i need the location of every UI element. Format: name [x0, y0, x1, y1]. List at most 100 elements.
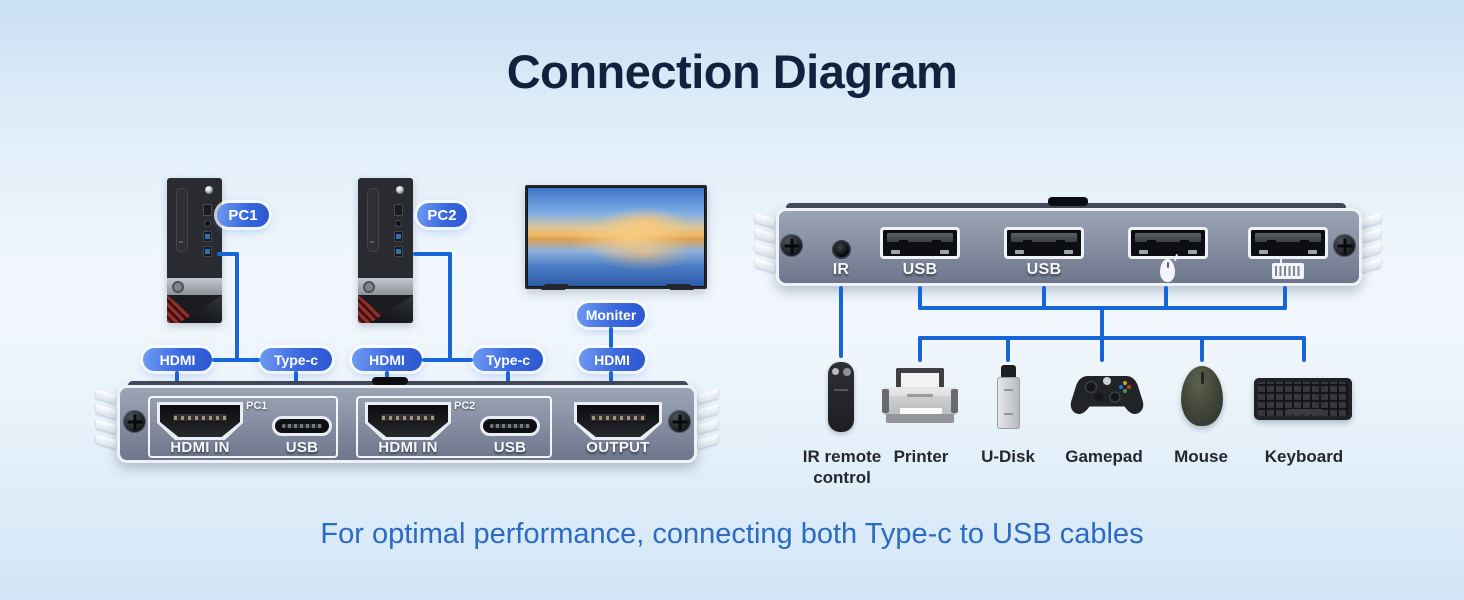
- audio-jack: [204, 220, 211, 227]
- ir-receiver-port: [832, 240, 851, 259]
- usb-port-label-2: USB: [1026, 261, 1062, 278]
- ir-label: IR: [832, 261, 850, 278]
- usb-port: [203, 246, 212, 257]
- screw-icon: [780, 234, 803, 257]
- screw-icon: [123, 410, 146, 433]
- pc2-port-group: [356, 396, 552, 458]
- usb-port: [203, 231, 212, 242]
- cable-stub-line: [175, 371, 179, 386]
- dell-logo-icon: [172, 280, 184, 293]
- usb-port: [394, 246, 403, 257]
- gamepad-icon: [1070, 376, 1144, 414]
- monitor-badge: Moniter: [577, 303, 645, 327]
- drop-line: [1100, 336, 1104, 362]
- remote-icon: [828, 362, 854, 432]
- hdmi-in-port-2: [365, 402, 451, 440]
- pc2-tower-image: [358, 178, 413, 323]
- pc2-typec-cable-label: Type-c: [473, 348, 543, 371]
- usb-a-port-keyboard: [1248, 227, 1328, 259]
- pc1-tower-image: [167, 178, 222, 323]
- peripheral-label: IR remote control: [802, 447, 882, 488]
- usb-a-port-1: [880, 227, 960, 259]
- monitor-cable-line: [609, 327, 613, 348]
- pc1-cable-line: [217, 252, 239, 256]
- peripheral-label: Printer: [893, 447, 949, 466]
- usb-stub-line: [1164, 286, 1168, 308]
- page-title: Connection Diagram: [506, 45, 958, 98]
- heatsink-fins: [698, 389, 718, 449]
- pc1-typec-cable-label: Type-c: [260, 348, 332, 371]
- hdmi-in-label-2: HDMI IN: [378, 439, 438, 456]
- ir-line: [839, 286, 843, 358]
- drop-line: [1006, 336, 1010, 362]
- cable-stub-line: [294, 371, 298, 386]
- pc2-port-tag: PC2: [454, 400, 476, 412]
- dell-logo-icon: [363, 280, 375, 293]
- cable-stub-line: [506, 371, 510, 386]
- pc1-port-group: [148, 396, 338, 458]
- peripheral-label: U-Disk: [981, 447, 1035, 466]
- power-button-icon: [205, 186, 213, 194]
- cable-stub-line: [609, 371, 613, 386]
- monitor-screen: [528, 188, 704, 286]
- screw-icon: [1333, 234, 1356, 257]
- monitor-image: [525, 185, 707, 289]
- hdmi-typec-connector-line: [422, 358, 473, 362]
- monitor-hdmi-cable-label: HDMI: [579, 348, 645, 371]
- mouse-icon: [1160, 259, 1175, 282]
- rear-device-tab: [1048, 197, 1088, 206]
- peripheral-label: Gamepad: [1065, 447, 1143, 466]
- keyboard-icon: [1272, 257, 1304, 279]
- pc2-cable-line: [413, 252, 452, 256]
- usb-a-port-2: [1004, 227, 1084, 259]
- printer-icon: [882, 368, 958, 423]
- mouse-device-icon: [1181, 366, 1223, 426]
- drop-line: [1302, 336, 1306, 362]
- heatsink-fins: [96, 389, 116, 449]
- usb-a-port-mouse: [1128, 227, 1208, 259]
- drop-line: [1200, 336, 1204, 362]
- power-button-icon: [396, 186, 404, 194]
- optical-drive: [176, 188, 188, 252]
- usb-label-2: USB: [493, 439, 527, 456]
- hdmi-output-port: [574, 402, 662, 440]
- peripheral-label: Mouse: [1174, 447, 1228, 466]
- heatsink-fins: [1361, 213, 1381, 273]
- typec-port-2: [480, 416, 540, 436]
- monitor-foot: [665, 284, 695, 290]
- usb-stub-line: [1042, 286, 1046, 308]
- usb-port-label-1: USB: [902, 261, 938, 278]
- sd-slot: [394, 204, 403, 216]
- usb-drive-icon: [997, 365, 1020, 429]
- heatsink-fins: [755, 213, 775, 273]
- drop-line: [918, 336, 922, 362]
- hdmi-in-label-1: HDMI IN: [170, 439, 230, 456]
- usb-port: [394, 231, 403, 242]
- audio-jack: [395, 220, 402, 227]
- pc2-hdmi-cable-label: HDMI: [352, 348, 422, 371]
- pc1-cable-line: [235, 252, 239, 362]
- pc2-badge: PC2: [417, 203, 467, 227]
- bus-connector-line: [1100, 306, 1104, 340]
- usb-label-1: USB: [285, 439, 319, 456]
- rear-device-top-edge: [786, 203, 1346, 212]
- hdmi-typec-connector-line: [212, 358, 260, 362]
- front-device-tab: [372, 377, 408, 385]
- usb-stub-line: [1283, 286, 1287, 308]
- monitor-foot: [540, 284, 570, 290]
- optical-drive: [367, 188, 379, 252]
- usb-bus-line-lower: [918, 336, 1306, 340]
- caption-text: For optimal performance, connecting both…: [320, 518, 1144, 550]
- pc1-port-tag: PC1: [246, 400, 268, 412]
- hdmi-in-port-1: [157, 402, 243, 440]
- typec-port-1: [272, 416, 332, 436]
- output-label: OUTPUT: [586, 439, 650, 456]
- keyboard-device-icon: [1254, 378, 1352, 420]
- screw-icon: [668, 410, 691, 433]
- sd-slot: [203, 204, 212, 216]
- pc1-hdmi-cable-label: HDMI: [143, 348, 212, 371]
- pc1-badge: PC1: [217, 203, 269, 227]
- usb-stub-line: [918, 286, 922, 308]
- peripheral-label: Keyboard: [1264, 447, 1344, 466]
